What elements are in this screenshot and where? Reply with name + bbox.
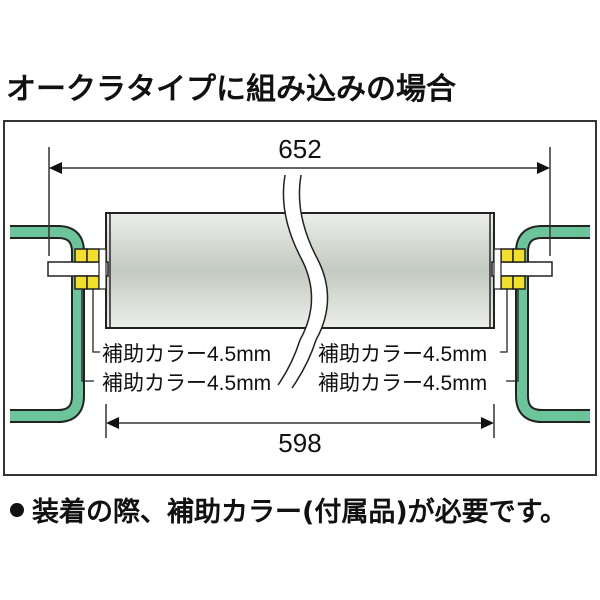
- left-frame-rail: [10, 225, 85, 423]
- left-collars: [74, 248, 107, 290]
- inner-dimension-arrow: [106, 417, 494, 429]
- note-text: 装着の際、補助カラー(付属品)が必要です。: [32, 497, 567, 528]
- inner-dimension-label: 598: [278, 428, 321, 458]
- bullet-icon: [10, 502, 24, 517]
- diagram-border: [3, 120, 597, 476]
- page-title: オークラタイプに組み込みの場合: [6, 72, 456, 107]
- collar-label-upper-left: 補助カラー4.5mm: [102, 343, 271, 366]
- overall-dimension-label: 652: [278, 134, 321, 164]
- collar-label-lower-right: 補助カラー4.5mm: [318, 372, 487, 395]
- right-collars: [493, 248, 526, 290]
- right-frame-rail: [515, 225, 590, 423]
- overall-dimension-arrow: [49, 162, 550, 174]
- collar-label-lower-left: 補助カラー4.5mm: [102, 372, 271, 395]
- collar-label-upper-right: 補助カラー4.5mm: [318, 343, 487, 366]
- installation-note: 装着の際、補助カラー(付属品)が必要です。: [4, 490, 567, 529]
